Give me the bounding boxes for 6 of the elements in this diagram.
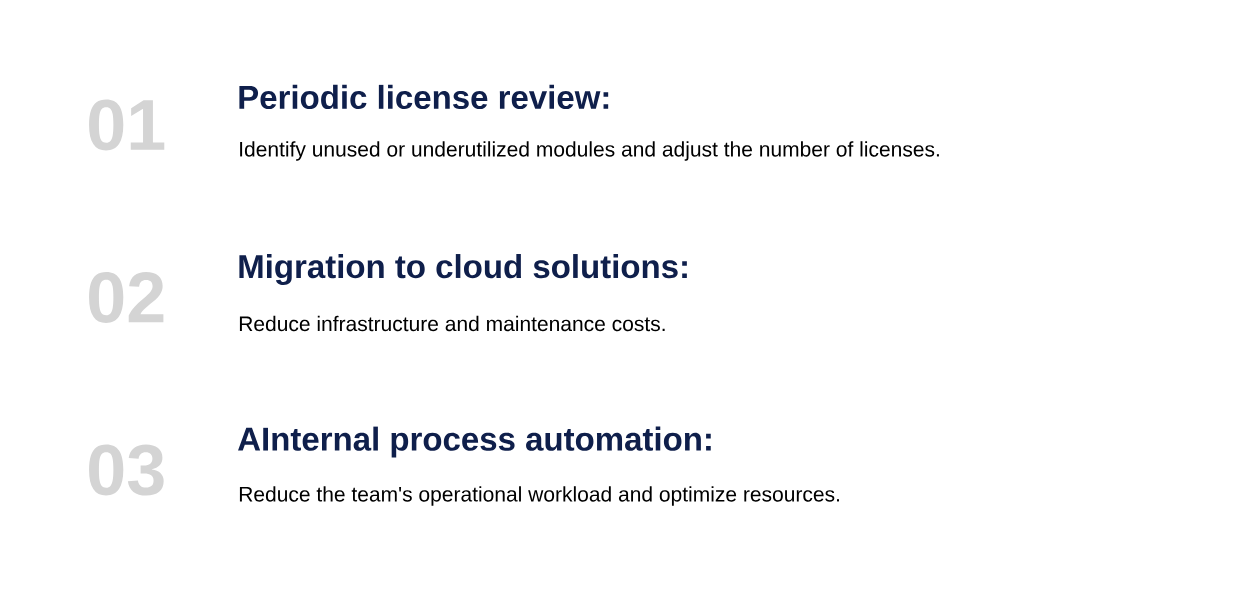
description: Reduce infrastructure and maintenance costs. xyxy=(239,315,665,332)
description: Identify unused or underutilized modules and adjust the number of licenses. xyxy=(240,141,939,161)
heading: AInternal process automation: xyxy=(238,426,711,458)
description: Reduce the team's operational workload and optimize resources. xyxy=(239,486,839,506)
heading: Periodic license review: xyxy=(239,84,609,110)
heading: Migration to cloud solutions: xyxy=(239,254,687,285)
